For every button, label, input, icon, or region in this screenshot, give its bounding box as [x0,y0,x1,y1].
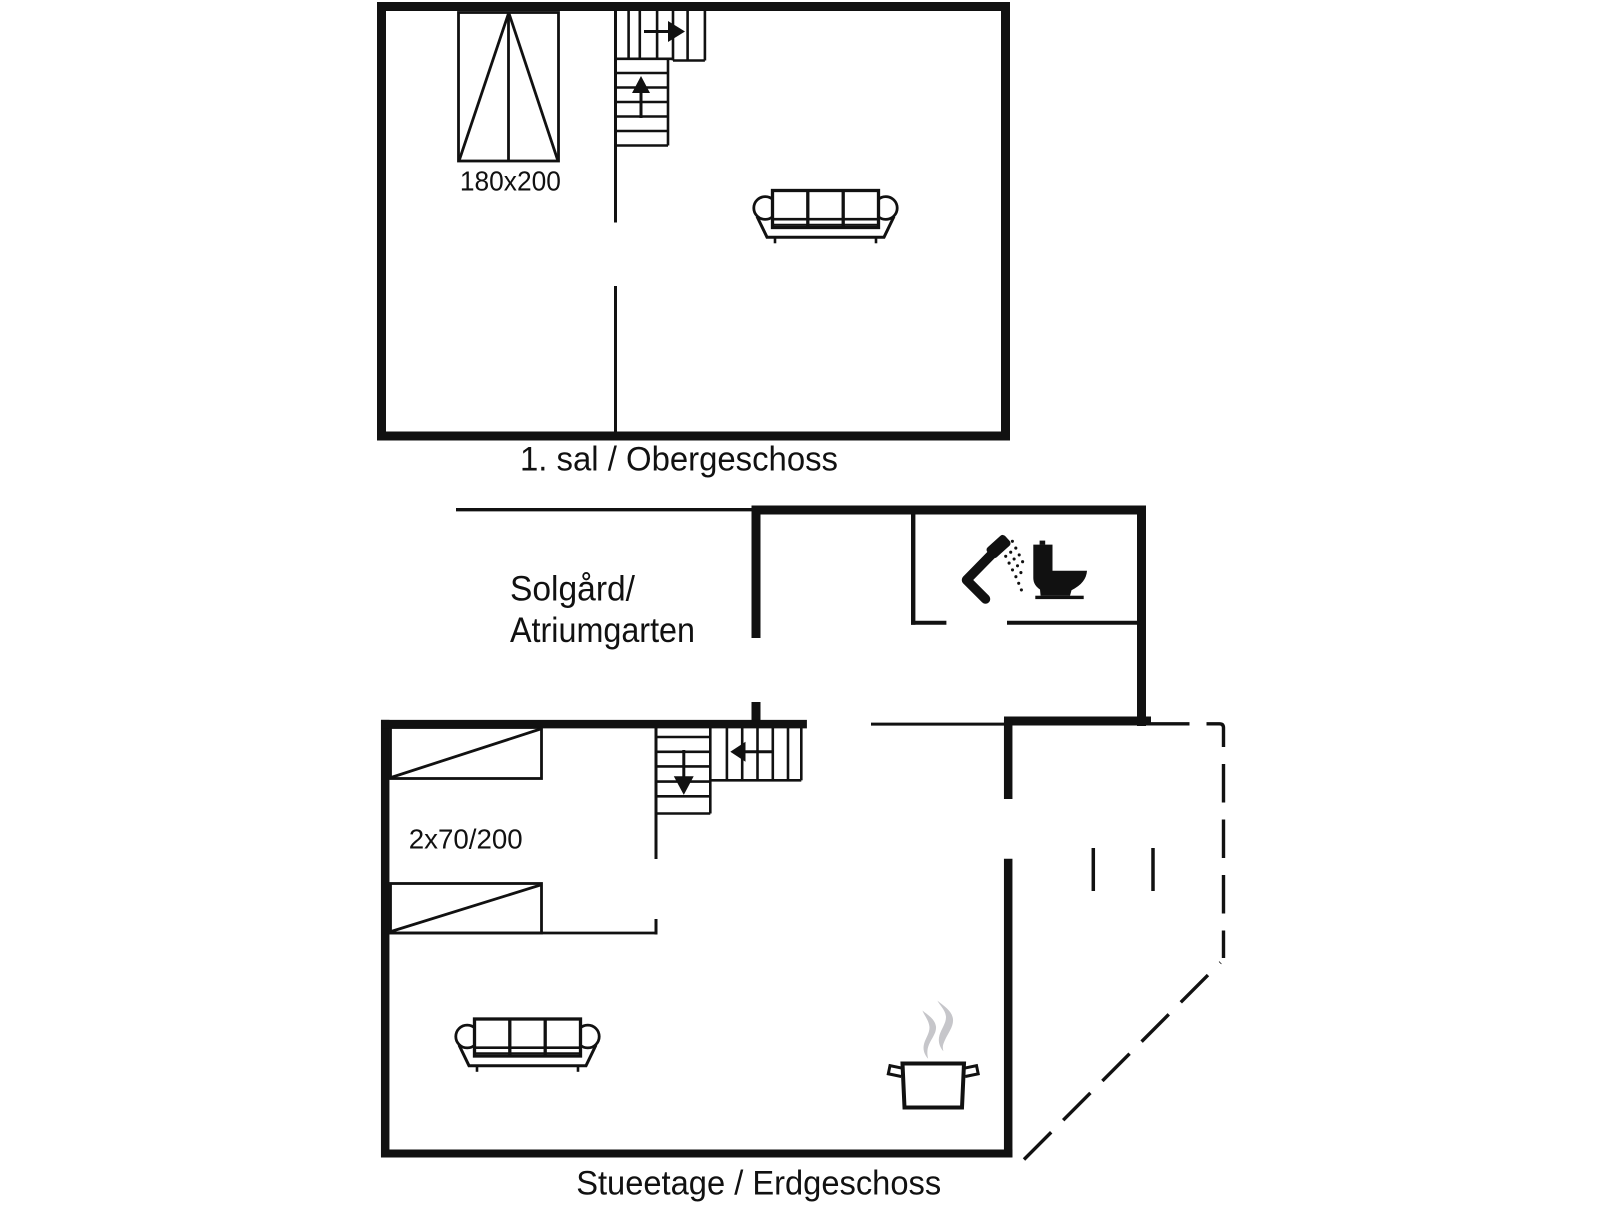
svg-text:2x70/200: 2x70/200 [409,824,523,855]
svg-text:1. sal / Obergeschoss: 1. sal / Obergeschoss [520,441,838,479]
svg-text:Solgård/: Solgård/ [510,570,635,609]
svg-text:Stueetage / Erdgeschoss: Stueetage / Erdgeschoss [576,1165,941,1203]
svg-text:Atriumgarten: Atriumgarten [510,611,695,650]
svg-text:180x200: 180x200 [460,166,561,197]
